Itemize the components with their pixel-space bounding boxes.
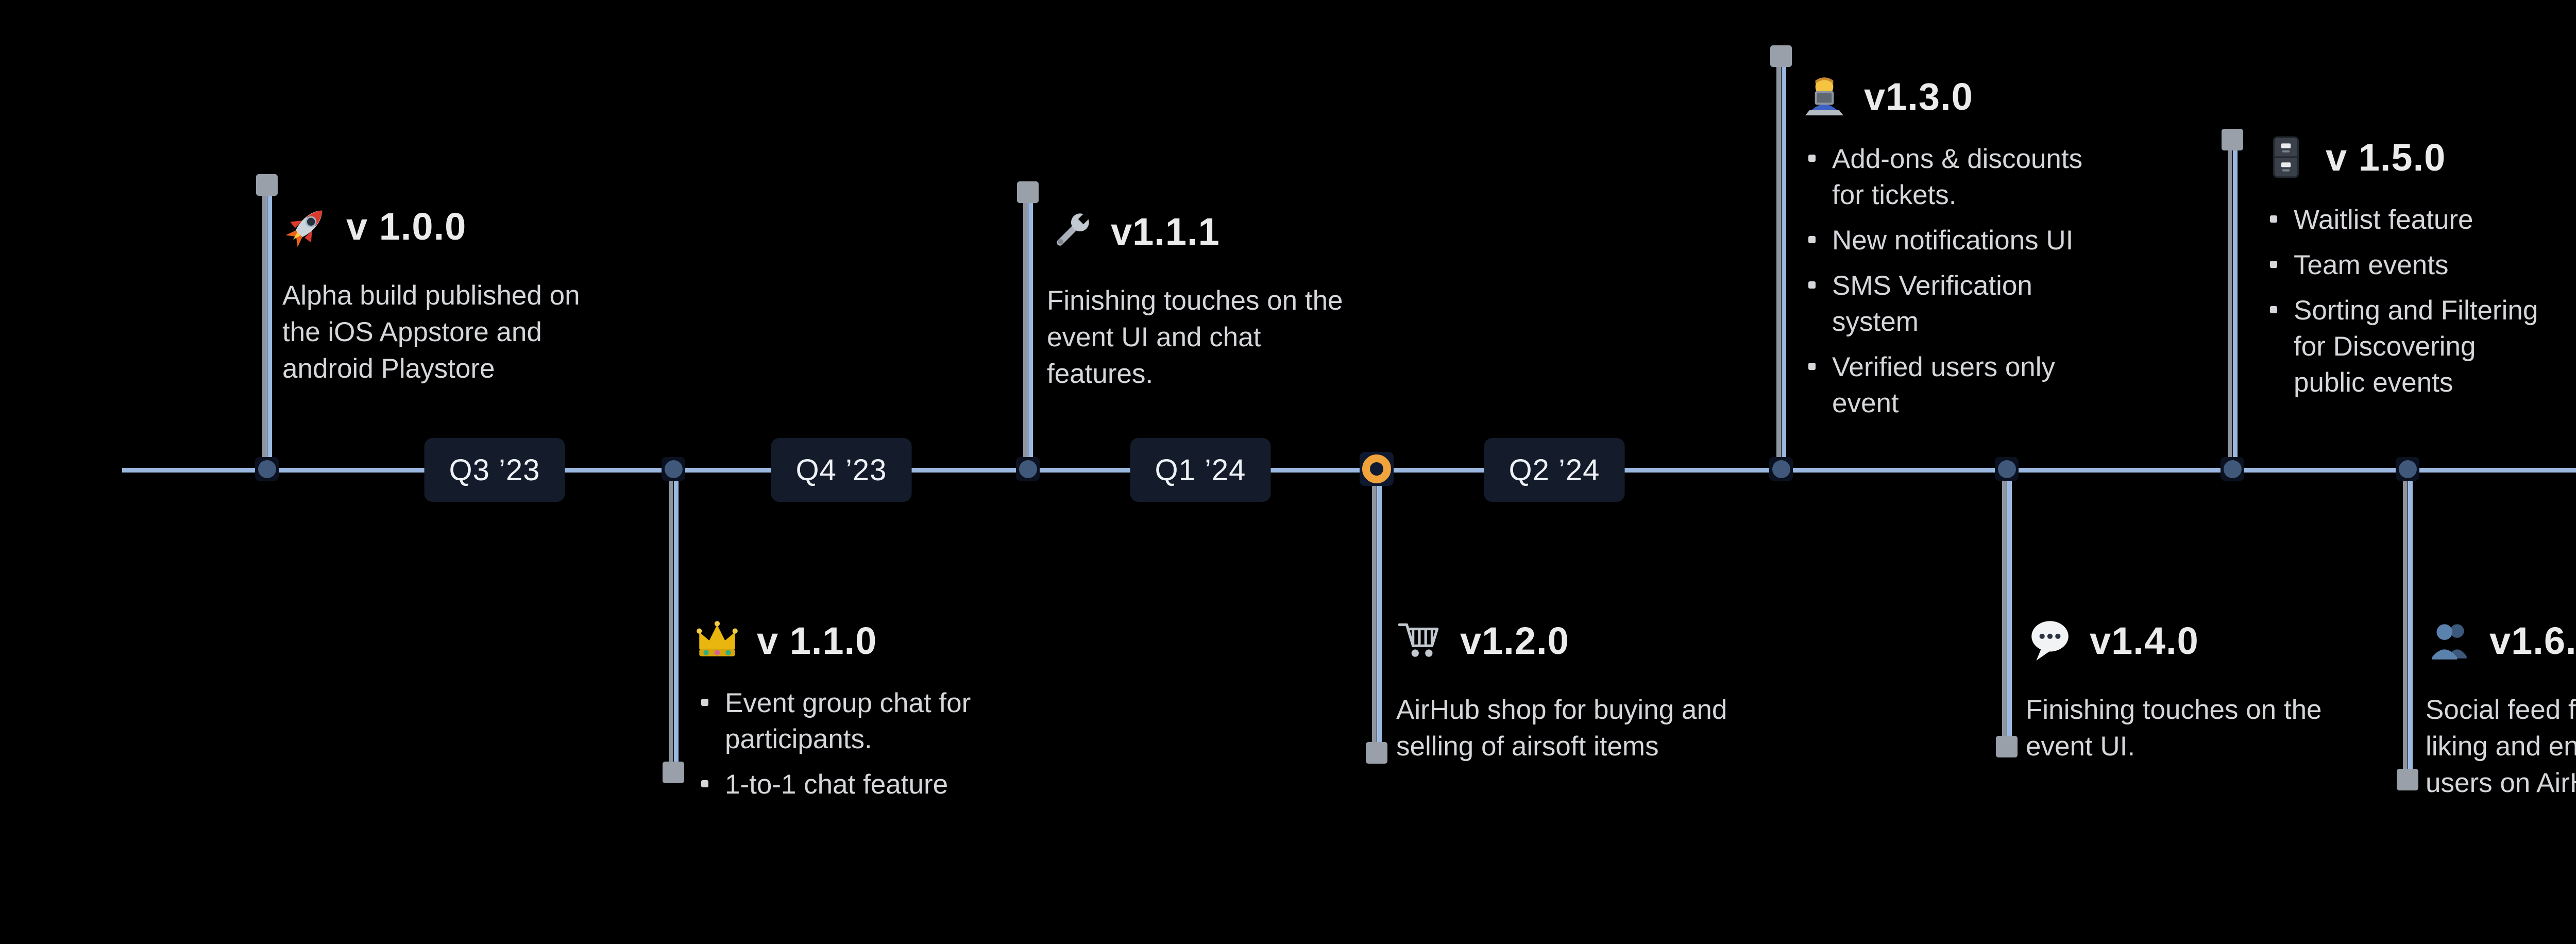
busts-in-silhouette-icon — [2432, 624, 2467, 660]
milestone-bullet: New notifications UI — [1800, 223, 2089, 259]
milestone-version: v1.1.1 — [1111, 210, 1220, 253]
milestone-bullet-list: Add-ons & discounts for tickets. New not… — [1800, 141, 2089, 422]
milestone-bullet-list: Event group chat for participants. 1-to-… — [693, 685, 1002, 803]
branch-line — [2233, 145, 2238, 470]
pin-cap — [256, 174, 278, 196]
branch-line — [2408, 472, 2413, 780]
milestone-bullet: Sorting and Filtering for Discovering pu… — [2262, 293, 2543, 401]
branch-line — [1377, 472, 1382, 753]
milestone-version: v 1.0.0 — [346, 205, 467, 248]
timeline-node — [1769, 457, 1793, 481]
timeline-node — [1995, 457, 2019, 481]
milestone-bullet: Verified users only event — [1800, 349, 2089, 422]
milestone-version: v1.2.0 — [1460, 619, 1569, 662]
milestone-description: Alpha build published on the iOS Appstor… — [282, 280, 580, 384]
quarter-chip-q3-23: Q3 ’23 — [424, 438, 565, 502]
milestone-version: v 1.5.0 — [2326, 136, 2446, 179]
branch-line — [267, 191, 272, 470]
timeline-node — [255, 457, 279, 481]
branch-line — [674, 472, 679, 773]
milestone-description: AirHub shop for buying and selling of ai… — [1396, 695, 1727, 762]
pin-stem — [669, 472, 673, 773]
pin-cap — [2222, 129, 2243, 150]
milestone-v1-0-0: v 1.0.0 Alpha build published on the iOS… — [282, 202, 612, 387]
branch-line — [1028, 198, 1033, 470]
pin-stem — [2002, 472, 2007, 747]
pin-cap — [1366, 742, 1387, 764]
timeline-node — [2396, 457, 2419, 481]
milestone-bullet: SMS Verification system — [1800, 268, 2089, 340]
pin-stem — [1372, 472, 1377, 753]
timeline-node — [662, 457, 685, 481]
milestone-description: Social feed for posting, liking and enga… — [2426, 695, 2576, 799]
milestone-v1-1-1: v1.1.1 Finishing touches on the event UI… — [1047, 207, 1366, 392]
milestone-bullet: Add-ons & discounts for tickets. — [1800, 141, 2089, 213]
milestone-bullet: 1-to-1 chat feature — [693, 767, 1002, 803]
pin-cap — [2397, 769, 2418, 790]
milestone-bullet: Event group chat for participants. — [693, 685, 1002, 757]
milestone-title-row: v 1.1.0 — [693, 616, 1002, 665]
pin-cap — [1017, 181, 1039, 203]
rocket-icon — [285, 210, 323, 247]
pin-stem — [1023, 198, 1028, 470]
milestone-version: v1.6.0 — [2489, 619, 2576, 662]
current-position-marker — [1360, 452, 1394, 486]
milestone-title-row: v 1.5.0 — [2262, 133, 2543, 181]
milestone-version: v1.4.0 — [2090, 619, 2199, 662]
branch-line — [1782, 62, 1786, 470]
speech-balloon-icon — [2031, 621, 2069, 661]
branch-line — [2007, 472, 2012, 747]
shopping-cart-icon — [1398, 623, 1439, 657]
milestone-title-row: v 1.0.0 — [282, 202, 612, 250]
milestone-version: v 1.1.0 — [757, 619, 877, 662]
milestone-title-row: v1.4.0 — [2026, 616, 2355, 665]
pin-cap — [663, 762, 684, 783]
quarter-chip-q4-23: Q4 ’23 — [771, 438, 912, 502]
milestone-bullet: Team events — [2262, 247, 2543, 283]
pin-stem — [1776, 62, 1781, 470]
milestone-v1-2-0: v1.2.0 AirHub shop for buying and sellin… — [1396, 616, 1736, 765]
milestone-v1-1-0: v 1.1.0 Event group chat for participant… — [693, 616, 1002, 812]
pin-stem — [2403, 472, 2408, 780]
pin-cap — [1770, 45, 1792, 67]
milestone-title-row: v1.2.0 — [1396, 616, 1736, 665]
milestone-description: Finishing touches on the event UI. — [2026, 695, 2322, 762]
milestone-v1-4-0: v1.4.0 Finishing touches on the event UI… — [2026, 616, 2355, 765]
timeline-node — [2221, 457, 2244, 481]
quarter-chip-q1-24: Q1 ’24 — [1130, 438, 1271, 502]
technologist-icon — [1805, 77, 1843, 115]
quarter-chip-q2-24: Q2 ’24 — [1484, 438, 1625, 502]
milestone-bullet: Waitlist feature — [2262, 202, 2543, 238]
milestone-title-row: v1.1.1 — [1047, 207, 1366, 256]
milestone-v1-6-0: v1.6.0 Social feed for posting, liking a… — [2426, 616, 2576, 801]
milestone-version: v1.3.0 — [1864, 75, 1973, 118]
pin-stem — [262, 191, 267, 470]
milestone-bullet-list: Waitlist feature Team events Sorting and… — [2262, 202, 2543, 401]
pin-cap — [1996, 736, 2018, 757]
file-cabinet-icon — [2273, 136, 2299, 178]
milestone-title-row: v1.3.0 — [1800, 72, 2089, 121]
crown-icon — [697, 621, 738, 656]
milestone-title-row: v1.6.0 — [2426, 616, 2576, 665]
milestone-v1-5-0: v 1.5.0 Waitlist feature Team events Sor… — [2262, 133, 2543, 410]
pin-stem — [2228, 145, 2232, 470]
timeline-node — [1016, 457, 1040, 481]
timeline-line — [122, 468, 2576, 473]
milestone-description: Finishing touches on the event UI and ch… — [1047, 285, 1343, 390]
milestone-v1-3-0: v1.3.0 Add-ons & discounts for tickets. … — [1800, 72, 2089, 431]
wrench-icon — [1057, 211, 1091, 246]
